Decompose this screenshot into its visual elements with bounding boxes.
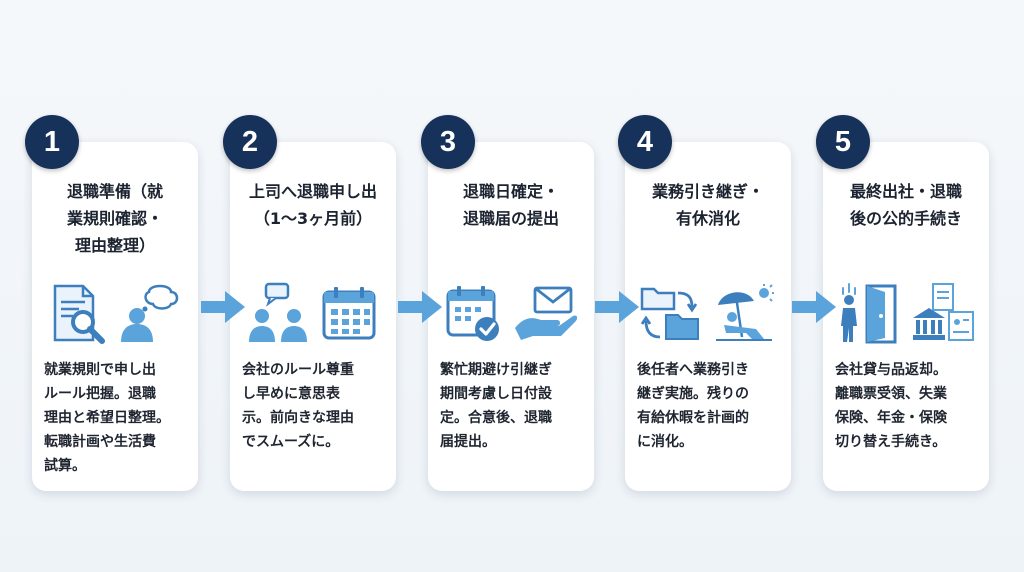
- step-5-number-badge: 5: [816, 115, 870, 169]
- beach-relax-icon: [712, 283, 776, 347]
- step-2-description: 会社のルール尊重 し早めに意思表 示。前向きな理由 でスムーズに。: [242, 362, 354, 450]
- step-4-number-badge: 4: [618, 115, 672, 169]
- step-2-number-badge: 2: [223, 115, 277, 169]
- step-5-card: 最終出社・退職 後の公的手続き: [823, 142, 989, 491]
- step-1-description: 就業規則で申し出 ルール把握。退職 理由と希望日整理。 転職計画や生活費 試算。: [44, 362, 170, 474]
- step-1-number-badge: 1: [25, 115, 79, 169]
- step-5-title: 最終出社・退職 後の公的手続き: [849, 182, 962, 228]
- step-2-icons: [230, 282, 396, 348]
- step-3-card: 退職日確定・ 退職届の提出: [428, 142, 594, 491]
- step-1-card: 退職準備（就 業規則確認・ 理由整理）: [32, 142, 198, 491]
- step-3-number-badge: 3: [421, 115, 475, 169]
- step-4-title: 業務引き継ぎ・ 有休消化: [651, 182, 764, 228]
- step-3-title: 退職日確定・ 退職届の提出: [462, 182, 559, 228]
- step-3-description: 繁忙期避け引継ぎ 期間考慮し日付設 定。合意後、退職 届提出。: [440, 362, 552, 450]
- step-4-description: 後任者へ業務引き 継ぎ実施。残りの 有給休暇を計画的 に消化。: [637, 362, 749, 450]
- arrow-right-icon: [595, 291, 639, 323]
- public-office-documents-icon: [911, 282, 975, 348]
- arrow-right-icon: [398, 291, 442, 323]
- step-5-icons: [823, 282, 989, 348]
- step-4-icons: [625, 282, 791, 348]
- arrow-right-icon: [201, 291, 245, 323]
- step-5-description: 会社貸与品返却。 離職票受領、失業 保険、年金・保険 切り替え手続き。: [835, 362, 947, 450]
- document-search-icon: [49, 282, 109, 348]
- step-1-title: 退職準備（就 業規則確認・ 理由整理）: [66, 182, 163, 255]
- folder-transfer-icon: [640, 283, 702, 347]
- meeting-people-icon: [248, 282, 310, 348]
- person-leaving-door-icon: [837, 282, 901, 348]
- calendar-icon: [320, 284, 378, 346]
- arrow-right-icon: [792, 291, 836, 323]
- hand-envelope-icon: [513, 284, 578, 346]
- step-3-icons: [428, 282, 594, 348]
- person-thinking-icon: [119, 282, 181, 348]
- step-2-title: 上司へ退職申し出 （1〜3ヶ月前）: [248, 182, 377, 228]
- step-1-icons: [32, 282, 198, 348]
- step-2-card: 上司へ退職申し出 （1〜3ヶ月前）: [230, 142, 396, 491]
- calendar-check-icon: [445, 283, 503, 347]
- step-4-card: 業務引き継ぎ・ 有休消化: [625, 142, 791, 491]
